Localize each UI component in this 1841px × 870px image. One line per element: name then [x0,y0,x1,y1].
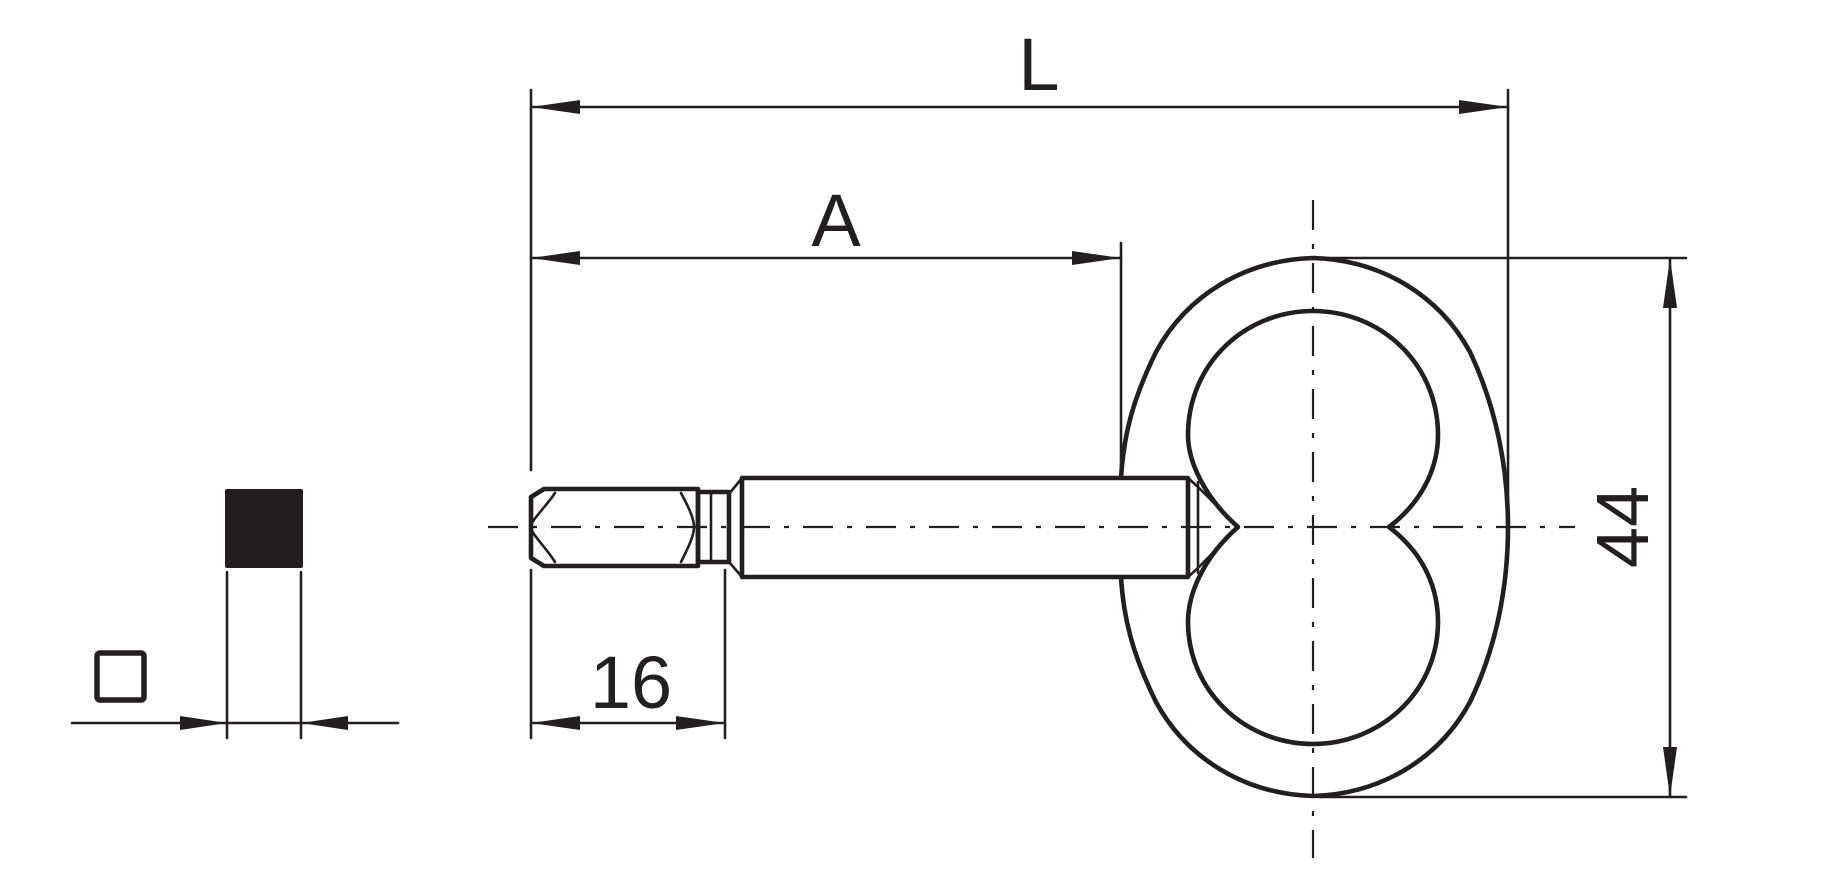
dim-a-arrow-left [531,251,580,265]
shaft-bow-transition-bottom [1186,525,1240,579]
shaft-bow-transition-top [1186,476,1240,529]
dim-l-arrow-left [531,100,580,114]
dim-16-arrow-right [676,716,725,730]
square-arrow-right [301,716,348,730]
dim-44-arrow-bottom [1663,747,1677,797]
square-section-fill [225,489,303,568]
dim-16-label: 16 [590,641,672,724]
square-section-view [70,489,400,740]
dim-a-arrow-right [1072,251,1121,265]
dim-a-label: A [811,179,861,262]
dim-44-arrow-top [1663,258,1677,308]
key-side-view [488,200,1575,858]
dim-l-arrow-right [1459,100,1508,114]
dimension-44: 44 [1316,256,1688,799]
square-symbol-icon [94,650,147,703]
tip-left-chamfer-curve [529,491,557,564]
dimension-16: 16 [529,568,727,740]
dimension-l: L [529,23,1510,522]
dimension-a: A [529,179,1123,477]
key-tip [528,486,701,569]
square-arrow-left [180,716,227,730]
dim-16-arrow-left [531,716,580,730]
dim-l-label: L [1018,23,1059,106]
dim-44-label: 44 [1581,486,1664,568]
